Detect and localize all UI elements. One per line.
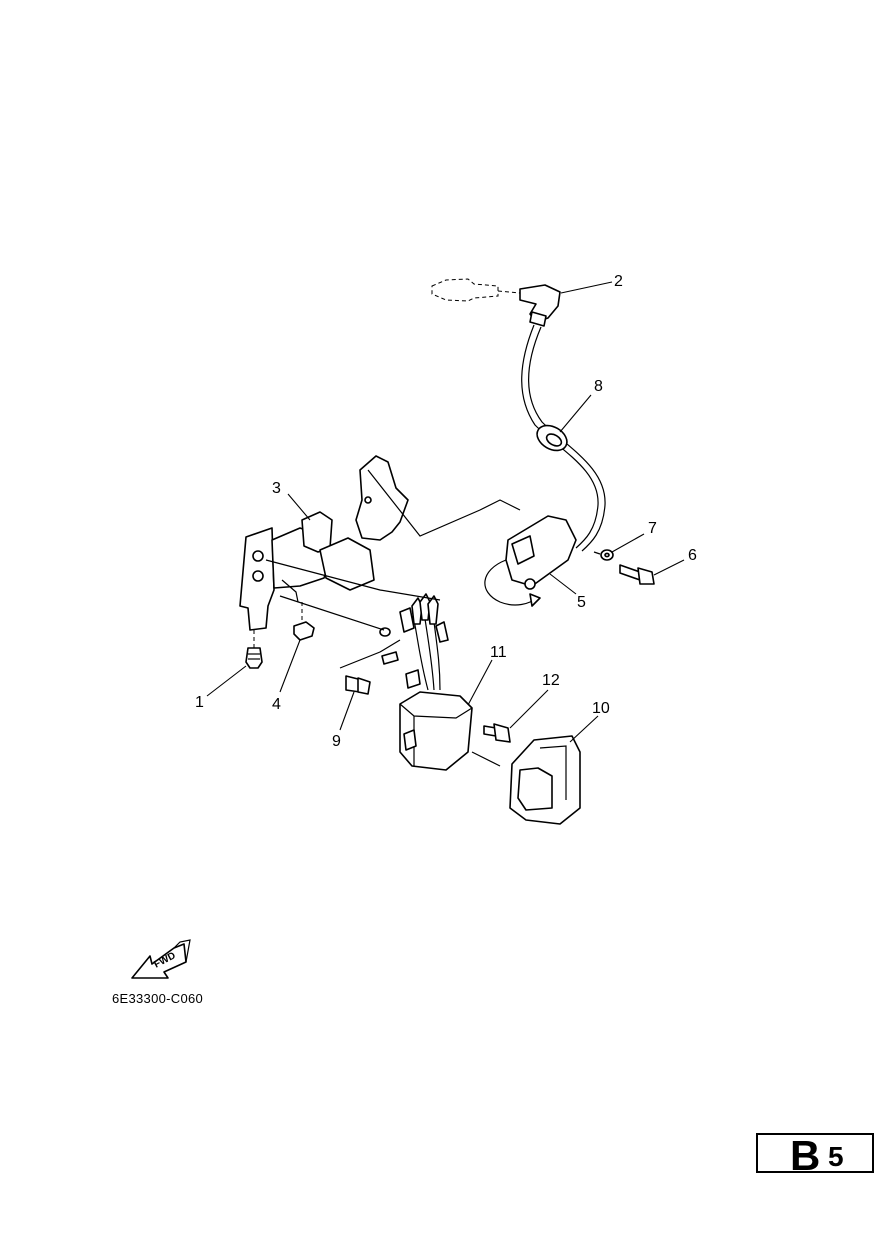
callout-4: 4	[272, 696, 281, 713]
callout-labels: 1 2 3 4 5 6 7 8 9 10 11 12	[195, 273, 697, 750]
washer	[600, 549, 614, 561]
callout-9: 9	[332, 733, 341, 750]
screw-1	[245, 630, 263, 669]
leader-lines	[206, 281, 685, 743]
high-tension-cord	[521, 324, 606, 552]
callout-12: 12	[542, 672, 560, 689]
page-tab: B 5	[756, 1132, 874, 1179]
callout-7: 7	[648, 520, 657, 537]
callout-2: 2	[614, 273, 623, 290]
spark-plug-outline	[431, 278, 521, 302]
cdi-cover	[471, 735, 581, 825]
ignition-bracket	[239, 455, 409, 631]
plug-cap	[519, 284, 561, 327]
bolt-6	[619, 564, 655, 585]
callout-11: 11	[490, 644, 507, 661]
callout-1: 1	[195, 694, 204, 711]
callout-6: 6	[688, 547, 697, 564]
bolt-12	[483, 723, 511, 743]
callout-5: 5	[577, 594, 586, 611]
callout-3: 3	[272, 480, 281, 497]
grommet	[536, 424, 568, 452]
cdi-unit	[399, 691, 473, 771]
drawing-code: 6E33300-C060	[112, 991, 204, 1006]
screw-9	[339, 639, 401, 695]
page-tab-letter: B	[790, 1132, 821, 1179]
callout-8: 8	[594, 378, 603, 395]
page-tab-number: 5	[828, 1141, 844, 1172]
ignition-coil	[484, 515, 577, 607]
fwd-arrow-icon: FWD	[131, 939, 191, 979]
block-4	[293, 602, 315, 641]
wire-leads	[379, 593, 449, 691]
callout-10: 10	[592, 700, 610, 717]
assembly-lines	[265, 469, 601, 631]
